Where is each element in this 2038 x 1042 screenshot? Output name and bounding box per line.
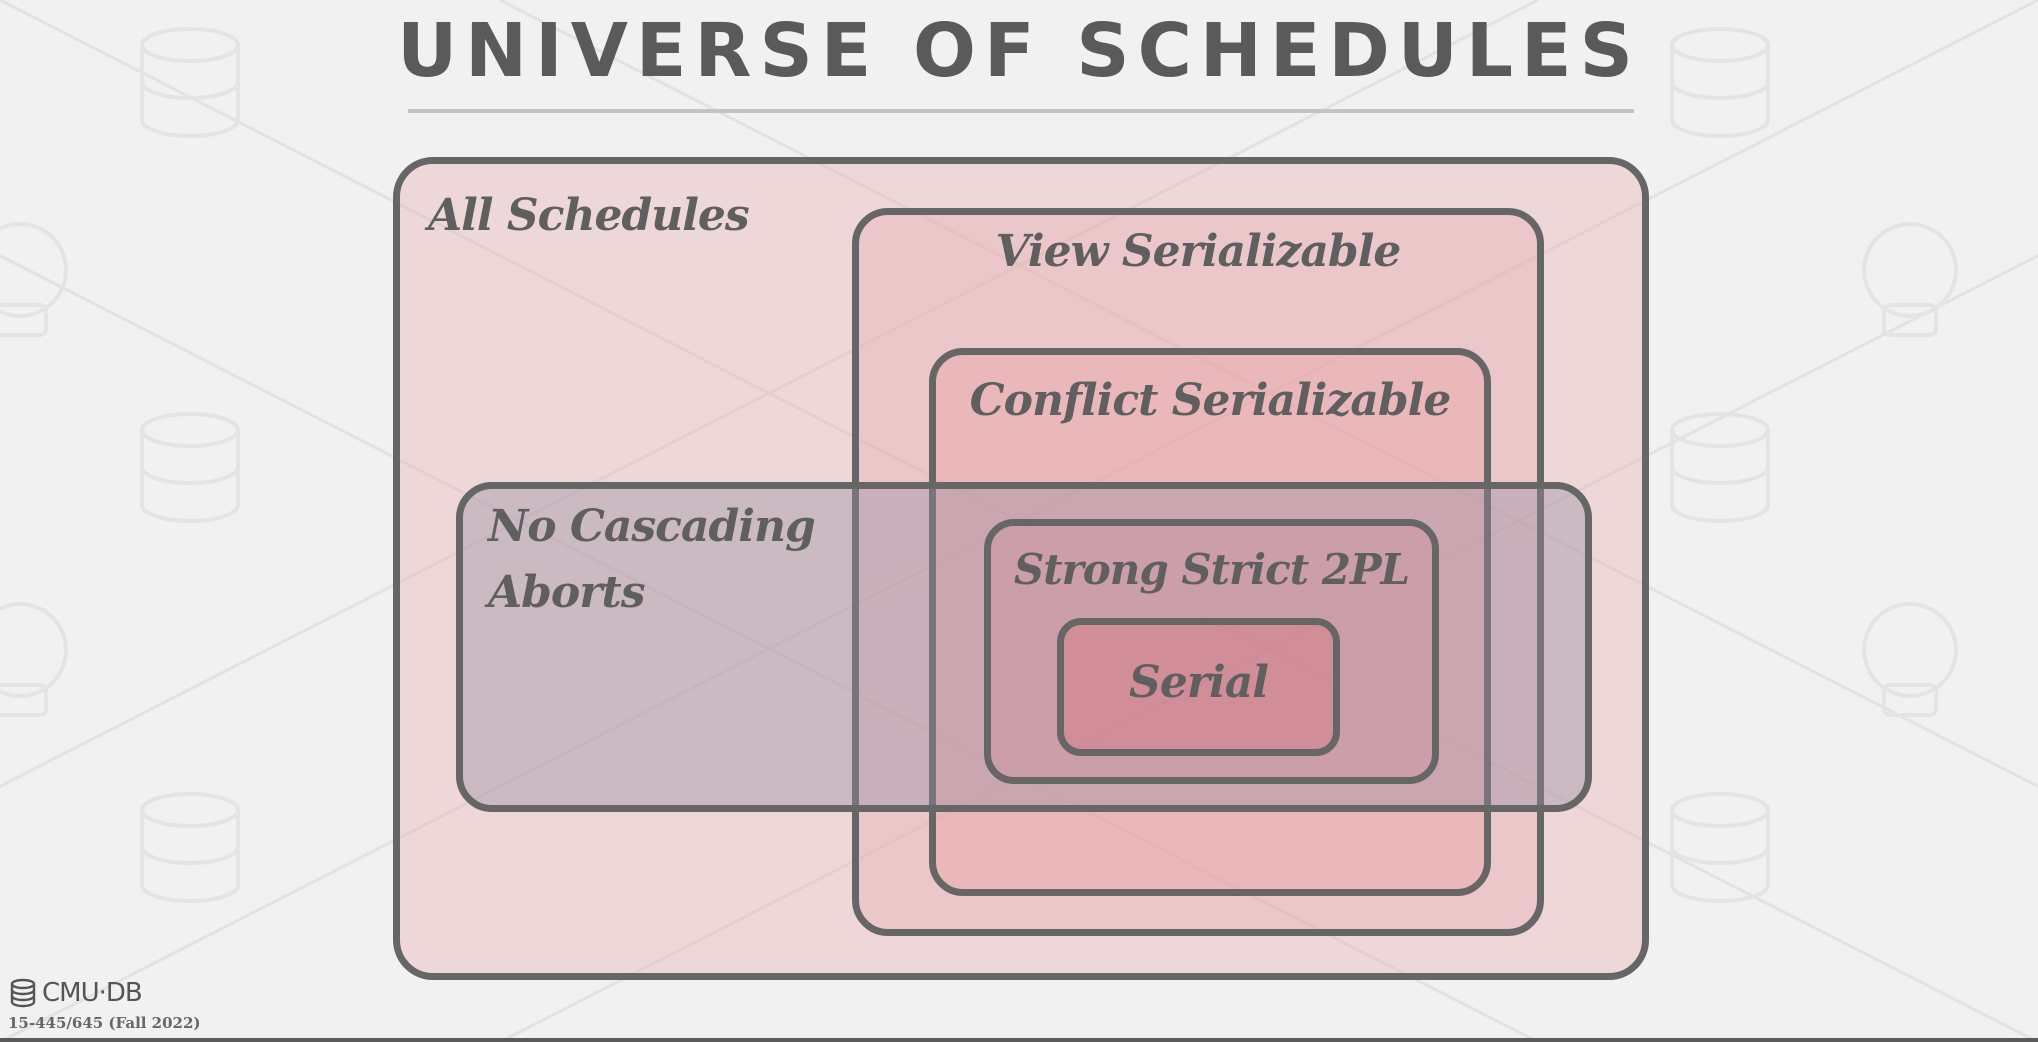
label-strong-strict-2pl: Strong Strict 2PL bbox=[1013, 545, 1410, 594]
label-conflict-serializable: Conflict Serializable bbox=[969, 375, 1452, 426]
label-serial: Serial bbox=[1129, 657, 1269, 708]
skull-watermark-icon bbox=[1862, 602, 1958, 717]
database-logo-icon bbox=[10, 978, 36, 1008]
database-watermark-icon bbox=[140, 792, 240, 903]
database-watermark-icon bbox=[1670, 412, 1770, 523]
database-watermark-icon bbox=[1670, 792, 1770, 903]
title-divider bbox=[408, 109, 1634, 113]
course-label: 15-445/645 (Fall 2022) bbox=[8, 1014, 201, 1032]
set-all-schedules bbox=[393, 157, 1649, 980]
label-no-cascading-aborts-line2: Aborts bbox=[488, 567, 646, 618]
skull-watermark-icon bbox=[0, 602, 68, 717]
skull-watermark-icon bbox=[0, 222, 68, 337]
set-conflict-serializable bbox=[929, 348, 1491, 896]
database-watermark-icon bbox=[140, 412, 240, 523]
set-serial bbox=[1057, 618, 1340, 756]
page-title: UNIVERSE OF SCHEDULES bbox=[397, 8, 1641, 94]
skull-watermark-icon bbox=[1862, 222, 1958, 337]
label-no-cascading-aborts-line1: No Cascading bbox=[488, 501, 816, 552]
set-no-cascading-aborts bbox=[456, 482, 1592, 812]
label-view-serializable: View Serializable bbox=[995, 226, 1402, 277]
label-all-schedules: All Schedules bbox=[428, 190, 750, 241]
database-watermark-icon bbox=[1670, 27, 1770, 138]
footer-logo: CMU·DB bbox=[8, 978, 143, 1008]
database-watermark-icon bbox=[140, 27, 240, 138]
bottom-border bbox=[0, 1038, 2038, 1042]
logo-text: CMU·DB bbox=[42, 978, 143, 1008]
set-view-serializable bbox=[852, 208, 1544, 936]
